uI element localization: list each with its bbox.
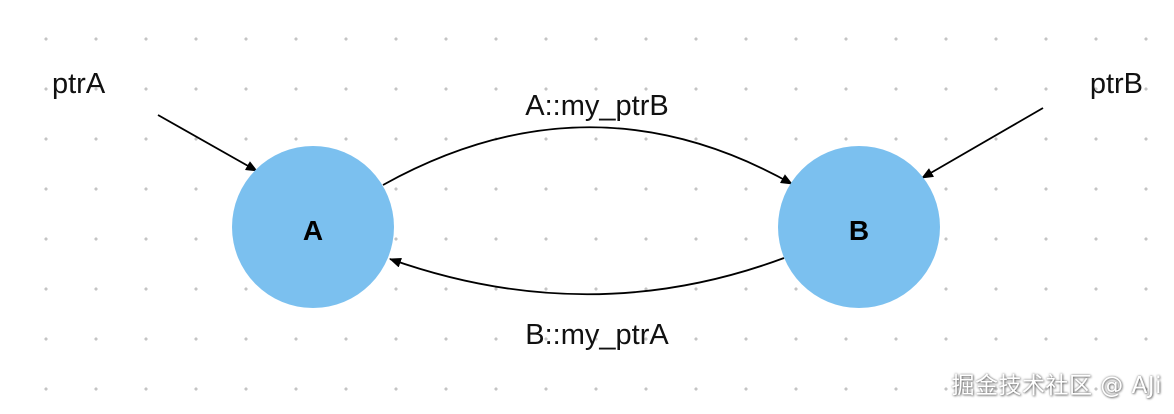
node-a-label: A <box>303 215 323 246</box>
edge-b-to-a-label: B::my_ptrA <box>525 319 669 351</box>
ptr-a-label: ptrA <box>52 68 106 100</box>
edge-b-to-a <box>389 257 785 296</box>
ptr-a-arrow <box>157 114 258 172</box>
node-a <box>232 146 394 308</box>
node-b <box>778 146 940 308</box>
watermark: 掘金技术社区 @ AJi <box>951 373 1162 399</box>
ptr-b-arrow <box>921 107 1044 179</box>
edge-a-to-b-label: A::my_ptrB <box>525 90 668 122</box>
ptr-b-label: ptrB <box>1090 68 1143 100</box>
edge-a-to-b <box>382 126 793 186</box>
node-b-label: B <box>849 215 869 246</box>
